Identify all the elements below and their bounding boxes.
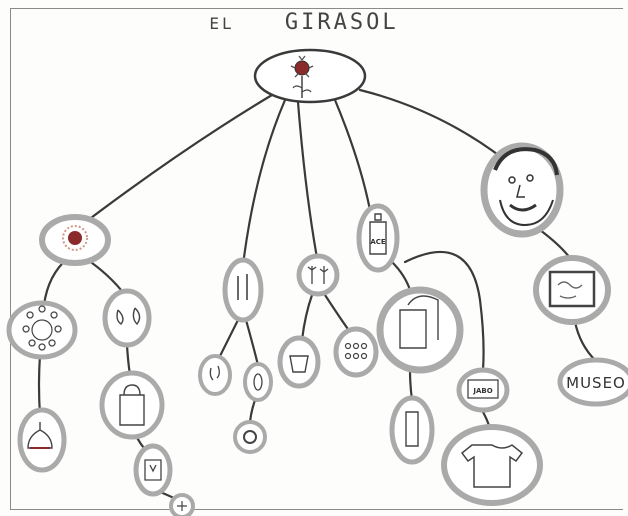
paper-border (10, 8, 623, 510)
museo-label: MUSEO (566, 374, 626, 392)
seed-ring-icon (22, 305, 62, 351)
node-painting (533, 255, 611, 325)
line-seeds-to-bottle (37, 353, 42, 417)
node-museo: MUSEO (557, 357, 628, 407)
line-root-to-face (358, 88, 507, 162)
node-shirt (441, 424, 543, 506)
bottle-icon (27, 422, 53, 449)
painting-frame-icon (548, 270, 596, 308)
node-sprouts (198, 354, 232, 396)
drawing-title: EL GIRASOL (0, 10, 618, 35)
node-ring (233, 420, 267, 454)
node-two-seeds (102, 288, 152, 348)
title-word-el: EL (209, 14, 235, 33)
flower-center-icon (68, 231, 82, 245)
node-cup (277, 335, 321, 389)
line-root-to-branch3 (296, 100, 319, 260)
node-seed-pattern (6, 300, 78, 360)
line-box-to-can (408, 368, 414, 402)
ace-label: ACE (370, 238, 386, 246)
node-portrait (480, 142, 564, 238)
shirt-icon (460, 444, 524, 488)
node-stalks (222, 257, 264, 323)
title-word-girasol: GIRASOL (284, 10, 399, 35)
node-container (376, 286, 464, 374)
face-icon (493, 147, 559, 227)
node-bag (99, 370, 165, 440)
line-flower-to-leaves (83, 256, 127, 297)
line-oil-to-box (390, 260, 412, 292)
line-flower-to-seeds (42, 256, 70, 307)
line-leaves-to-bag (125, 343, 132, 377)
sunflower-icon (290, 55, 314, 98)
line-oil-to-soap (403, 250, 485, 372)
line-b3-left (300, 293, 314, 342)
node-seed-single (243, 362, 273, 402)
node-oil-bottle: ACE (356, 203, 400, 273)
oil-bottle-icon (369, 213, 387, 255)
line-b2-right (244, 318, 260, 367)
line-b2-left (216, 318, 240, 362)
bag-icon (119, 384, 145, 426)
can-icon (405, 411, 419, 447)
node-soap: JABO (456, 367, 510, 413)
line-root-to-branch2 (241, 98, 287, 267)
line-root-to-oil (333, 98, 372, 212)
node-seed-pack (133, 443, 173, 497)
node-can (389, 395, 435, 465)
node-bottle (17, 407, 67, 473)
soap-label: JABO (472, 387, 492, 395)
line-root-to-flowerhead (73, 93, 274, 232)
node-dots (333, 326, 379, 378)
node-plant-symbol (296, 253, 340, 297)
node-flower-head (39, 214, 111, 266)
root-node-sunflower (253, 48, 367, 104)
oil-can-icon (399, 295, 439, 349)
line-painting-to-museo (573, 320, 597, 362)
node-small-bottom (169, 493, 195, 516)
line-b3-right (323, 293, 352, 334)
line-face-to-painting (538, 228, 572, 260)
